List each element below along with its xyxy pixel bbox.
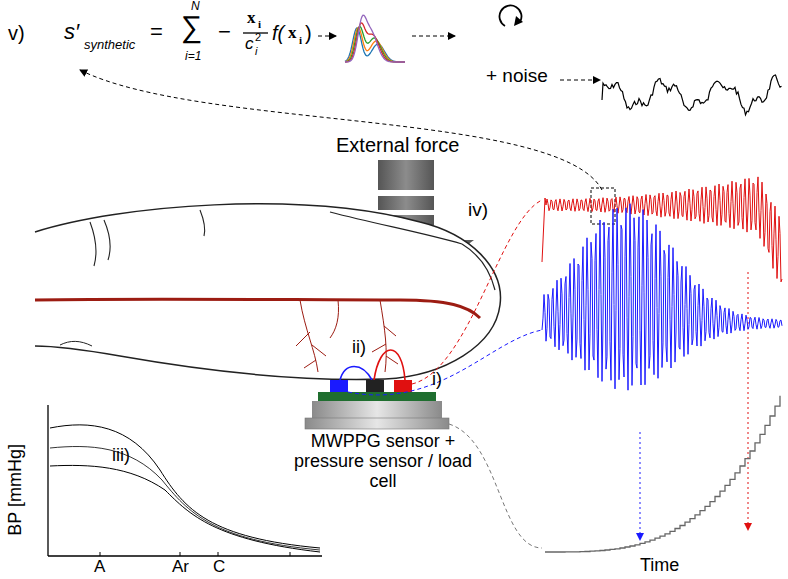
light-path-blue bbox=[340, 367, 372, 381]
finger bbox=[35, 204, 500, 380]
label: A bbox=[94, 558, 105, 577]
signal-trace bbox=[545, 396, 780, 552]
label: s′ bbox=[64, 20, 79, 44]
label: − bbox=[218, 20, 231, 44]
lead-gray bbox=[449, 424, 542, 548]
label: ) bbox=[305, 22, 312, 44]
label: ii) bbox=[352, 338, 366, 358]
artery bbox=[35, 299, 480, 318]
capillaries bbox=[296, 300, 398, 372]
signal-trace bbox=[602, 75, 782, 115]
label: c bbox=[245, 35, 254, 54]
sensor-stack bbox=[305, 380, 449, 429]
flow-arrow bbox=[560, 80, 600, 81]
loop-icon-head bbox=[514, 16, 523, 26]
label: x bbox=[288, 24, 297, 43]
label: v) bbox=[8, 22, 25, 44]
label: BP [mmHg] bbox=[6, 444, 26, 536]
signal-trace bbox=[542, 204, 782, 391]
label: + noise bbox=[486, 66, 548, 87]
label: ∑ bbox=[181, 10, 202, 43]
label: f( bbox=[272, 22, 284, 44]
label: iv) bbox=[468, 200, 488, 221]
label: iii) bbox=[112, 446, 130, 466]
label: 2 bbox=[255, 31, 261, 43]
time-marker-red bbox=[748, 272, 749, 530]
signal-trace bbox=[345, 27, 405, 63]
flow-arrow bbox=[318, 36, 336, 37]
bp-chart bbox=[48, 405, 322, 556]
label: i bbox=[299, 34, 302, 46]
flow-arrow bbox=[412, 36, 455, 37]
label: i) bbox=[432, 370, 442, 390]
label: i=1 bbox=[185, 50, 201, 63]
label: synthetic bbox=[84, 38, 135, 52]
light-path-red bbox=[374, 350, 405, 380]
lead-blue bbox=[348, 330, 542, 395]
signal-trace bbox=[345, 15, 405, 62]
label: i bbox=[258, 18, 261, 30]
label: C bbox=[213, 558, 225, 577]
label: External force bbox=[336, 134, 459, 156]
label: i bbox=[255, 45, 257, 57]
label: = bbox=[150, 20, 163, 44]
lead-red bbox=[412, 200, 542, 384]
selection-box bbox=[591, 188, 615, 224]
label: Time bbox=[640, 556, 679, 576]
label: MWPPG sensor + pressure sensor / load ce… bbox=[288, 432, 478, 491]
label: Ar bbox=[172, 558, 189, 577]
label: x bbox=[247, 9, 256, 28]
feedback-arrow bbox=[80, 70, 602, 190]
time-marker-blue bbox=[640, 432, 641, 540]
